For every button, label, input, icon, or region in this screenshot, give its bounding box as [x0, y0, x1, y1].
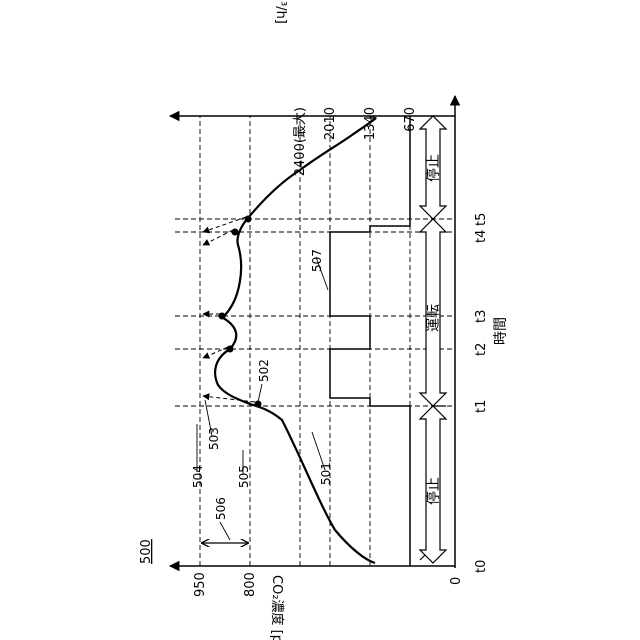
callout-503: 503 — [207, 427, 221, 450]
callout-507: 507 — [310, 249, 324, 272]
time-tick-t5: t5 — [474, 213, 489, 226]
co2-axis-title: CO₂濃度 [ppm] — [269, 575, 285, 640]
phase-label-stop-before: 停止 — [425, 477, 442, 505]
vent-tick-670: 670 — [403, 107, 418, 132]
time-markers — [175, 219, 455, 406]
time-tick-t1: t1 — [474, 400, 489, 413]
phase-label-stop-after: 停止 — [425, 154, 442, 182]
figure-number: 500 — [139, 539, 154, 564]
vent-tick-2010: 2010 — [323, 107, 338, 140]
co2-curve — [215, 118, 376, 563]
reference-lines — [200, 116, 410, 566]
time-tick-t2: t2 — [474, 343, 489, 356]
vent-tick-1340: 1340 — [363, 107, 378, 140]
callout-505: 505 — [237, 465, 251, 488]
time-axis-title: 時間 — [493, 317, 509, 345]
co2-tick-950: 950 — [193, 572, 208, 597]
time-tick-t3: t3 — [474, 310, 489, 323]
vent-axis-title: 換気量 [m³/h] — [273, 0, 289, 24]
curve-points — [219, 216, 262, 408]
callout-506: 506 — [214, 497, 228, 520]
callout-502: 502 — [257, 359, 271, 382]
vent-tick-2400: 2400(最大) — [293, 107, 308, 176]
callout-504: 504 — [191, 465, 205, 488]
co2-tick-0: 0 — [449, 577, 464, 585]
time-tick-t0: t0 — [474, 560, 489, 573]
time-tick-t4: t4 — [474, 230, 489, 243]
phase-label-run: 運転 — [426, 304, 442, 332]
callout-501: 501 — [319, 462, 333, 485]
co2-tick-800: 800 — [243, 572, 258, 597]
